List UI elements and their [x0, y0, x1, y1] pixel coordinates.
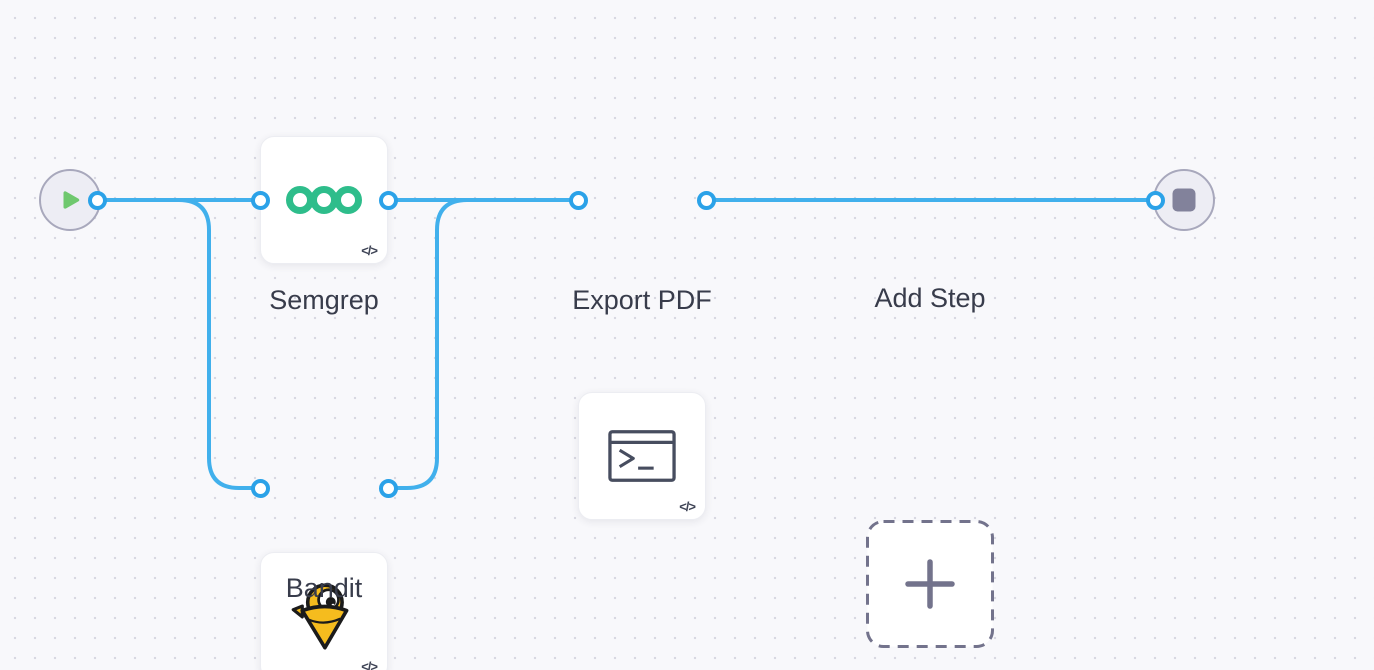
- stop-icon: [1172, 188, 1196, 212]
- code-badge: </>: [679, 499, 696, 514]
- port-bandit-out[interactable]: [378, 478, 398, 498]
- terminal-icon: [608, 430, 676, 482]
- node-bandit[interactable]: </>: [260, 552, 388, 670]
- code-badge: </>: [361, 243, 378, 258]
- connection-bandit-exportpdf[interactable]: [388, 198, 576, 490]
- node-label-add-step: Add Step: [874, 283, 986, 313]
- port-export-out[interactable]: [696, 190, 716, 210]
- node-label-bandit: Bandit: [285, 573, 363, 603]
- port-start-out[interactable]: [87, 190, 107, 210]
- port-end-in[interactable]: [1145, 190, 1165, 210]
- port-semgrep-out[interactable]: [378, 190, 398, 210]
- play-icon: [63, 191, 80, 209]
- node-export-pdf[interactable]: </>: [578, 392, 706, 520]
- bandit-logo-icon: [291, 583, 349, 650]
- node-label-semgrep: Semgrep: [269, 285, 379, 315]
- semgrep-logo-icon: [286, 186, 362, 214]
- plus-icon: [905, 559, 955, 609]
- node-semgrep[interactable]: </>: [260, 136, 388, 264]
- connection-start-bandit[interactable]: [97, 198, 258, 490]
- port-bandit-in[interactable]: [250, 478, 270, 498]
- node-add-step[interactable]: [866, 520, 994, 648]
- code-badge: </>: [361, 659, 378, 670]
- node-label-export-pdf: Export PDF: [572, 285, 712, 315]
- port-semgrep-in[interactable]: [250, 190, 270, 210]
- port-export-in[interactable]: [568, 190, 588, 210]
